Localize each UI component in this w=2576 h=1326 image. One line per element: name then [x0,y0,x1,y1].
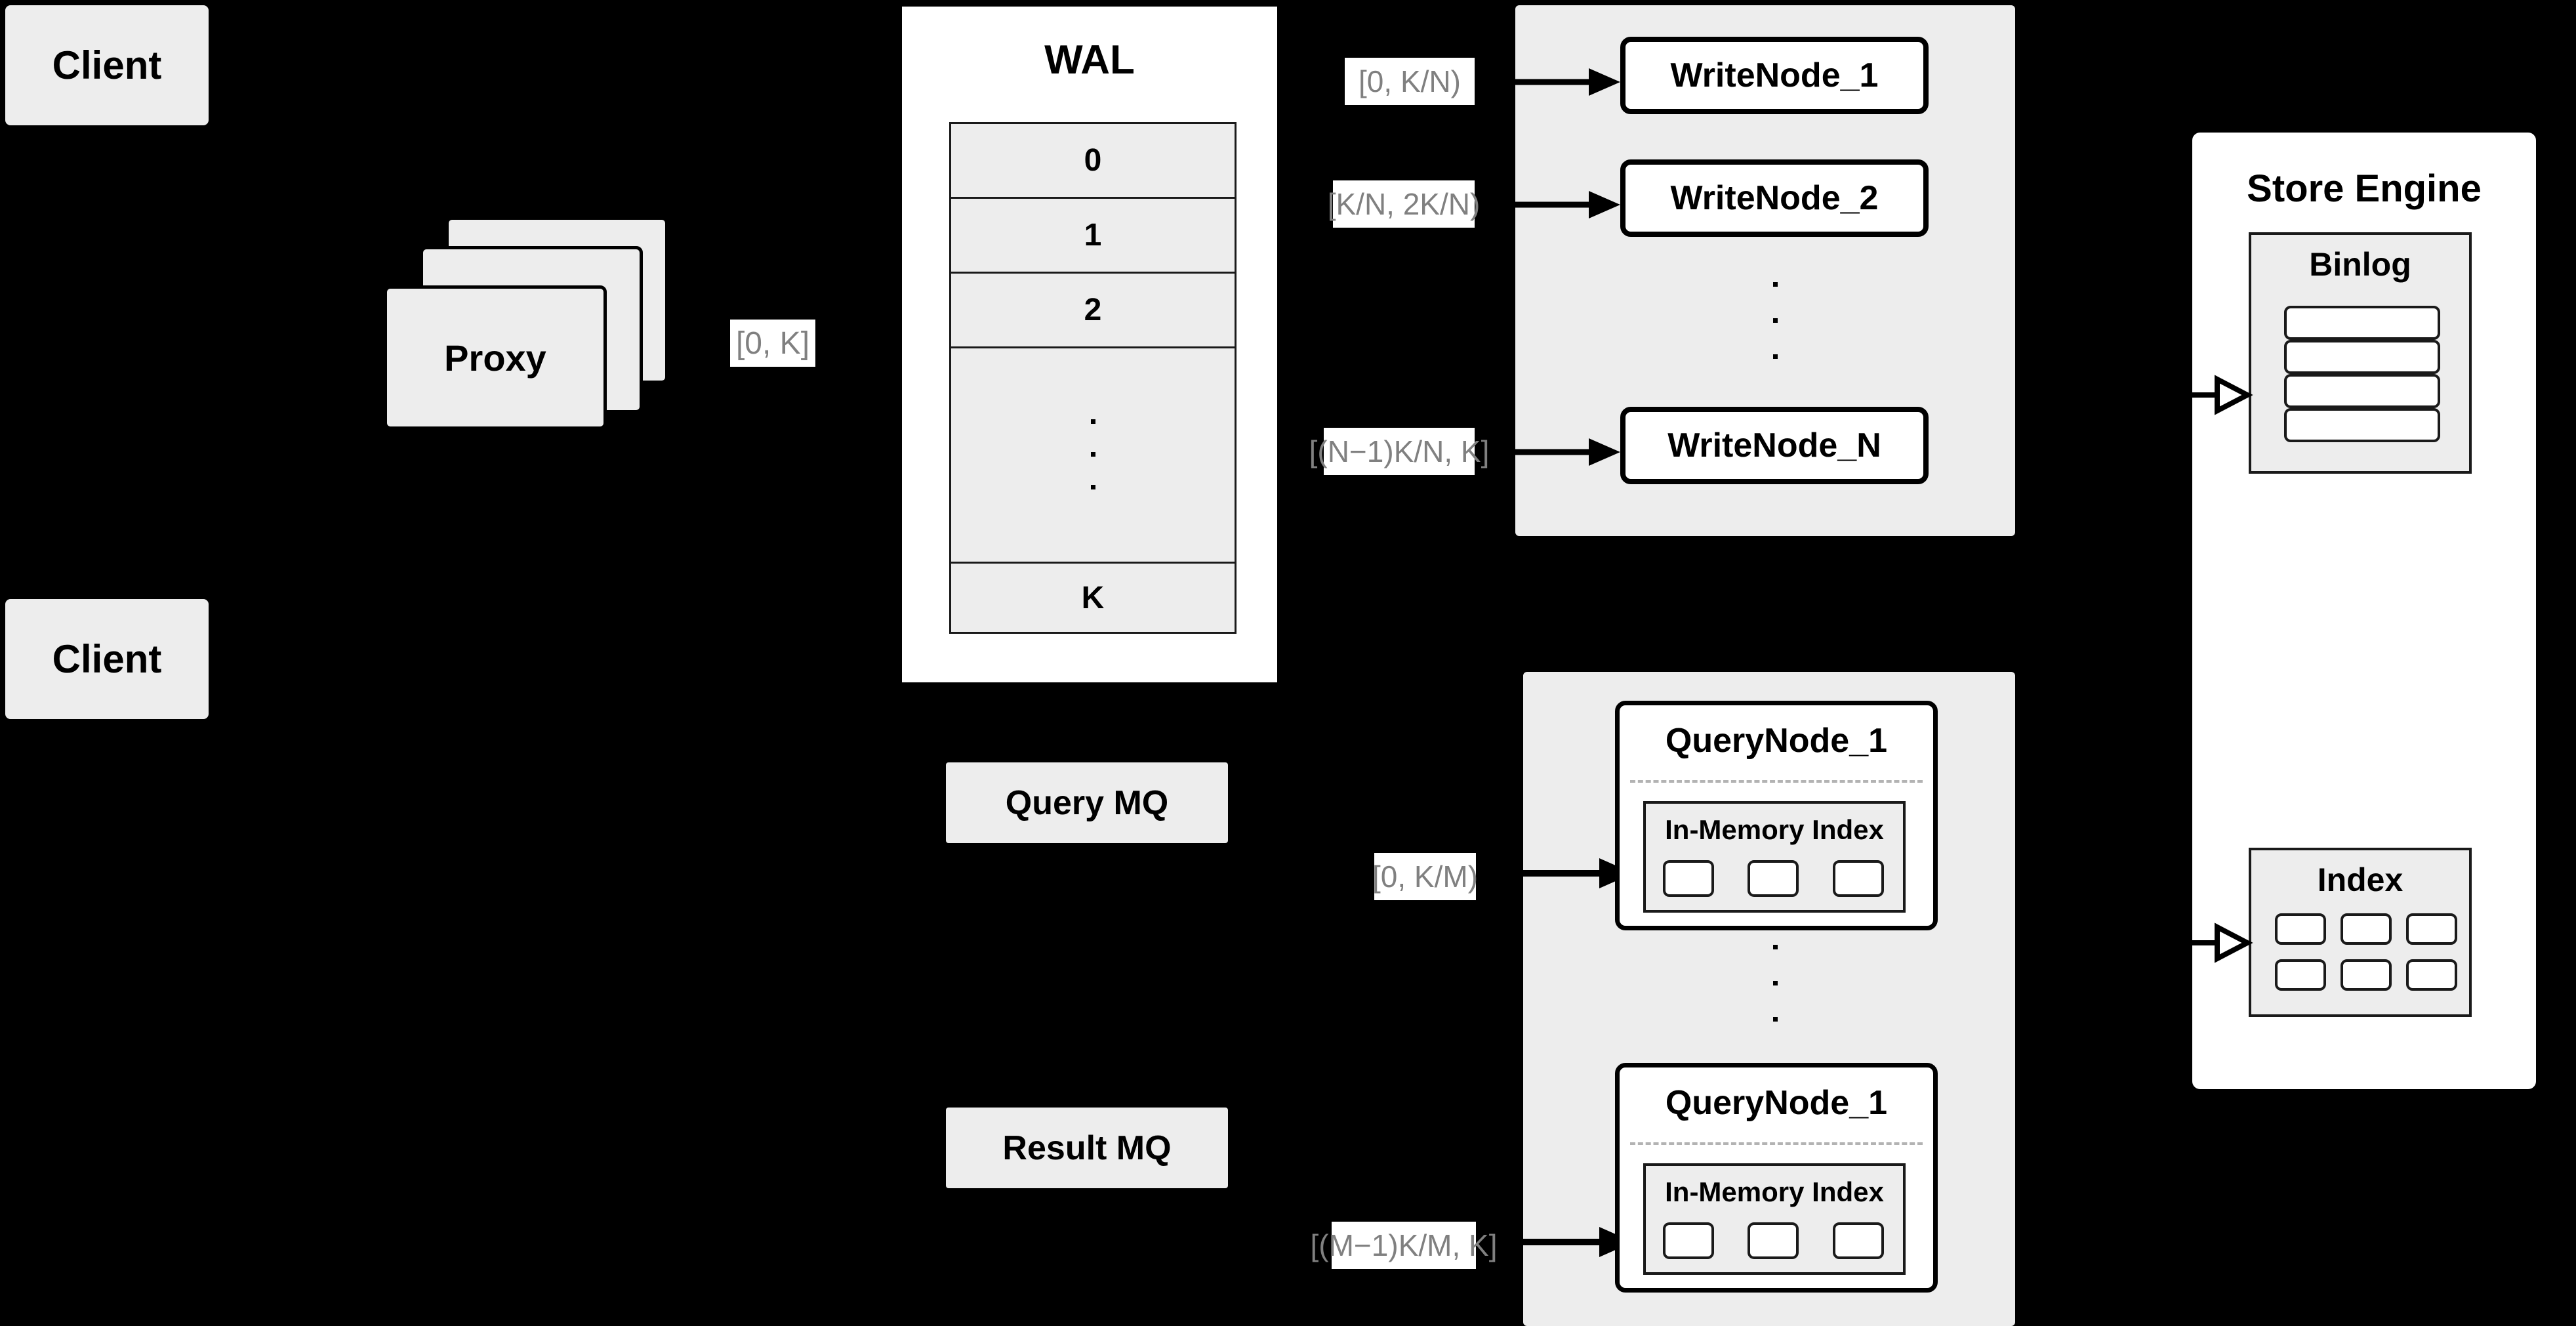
wal-table: 0 1 2 K [949,122,1237,634]
query-node-m-divider [1630,1142,1923,1145]
query-mq-label: Query MQ [1005,783,1169,822]
query-node-1-divider [1630,780,1923,783]
wal-row-k-label: K [1081,580,1105,615]
edge-label-writenode-1-text: [0, K/N) [1359,64,1461,98]
result-mq-label: Result MQ [1002,1129,1172,1167]
query-node-m-inmemory-index-title: In-Memory Index [1665,1176,1884,1207]
binlog-row-3[interactable] [2284,374,2440,408]
write-node-group-ellipsis [1773,282,1778,361]
wal-row-0[interactable]: 0 [951,124,1235,199]
wal-row-0-label: 0 [1084,143,1102,178]
edge-label-writenode-n-text: [(N−1)K/N, K] [1309,434,1490,468]
binlog-panel: Binlog [2249,232,2472,474]
index-cell-4[interactable] [2275,959,2326,991]
query-node-m-title: QueryNode_1 [1665,1084,1888,1122]
index-cell-6[interactable] [2406,959,2457,991]
wal-row-2[interactable]: 2 [951,274,1235,348]
query-node-m[interactable]: QueryNode_1 In-Memory Index [1615,1063,1938,1293]
arrow-to-binlog [2188,375,2253,415]
query-node-m-index-cell-3[interactable] [1833,1222,1884,1259]
query-node-1-index-cell-3[interactable] [1833,860,1884,897]
write-node-2[interactable]: WriteNode_2 [1620,159,1929,237]
client-node-top[interactable]: Client [5,5,209,125]
write-node-2-label: WriteNode_2 [1670,179,1879,217]
binlog-title: Binlog [2309,246,2411,283]
index-panel: Index [2249,848,2472,1017]
query-node-m-inmemory-index: In-Memory Index [1643,1163,1906,1275]
query-node-m-index-cell-2[interactable] [1748,1222,1799,1259]
wal-title: WAL [1044,37,1135,83]
query-node-1-index-cell-2[interactable] [1748,860,1799,897]
edge-label-proxy-to-wal-text: [0, K] [735,325,810,361]
query-node-1-inmemory-index: In-Memory Index [1643,801,1906,913]
wal-row-2-label: 2 [1084,293,1102,327]
query-node-group-ellipsis [1773,945,1778,1024]
client-node-bottom-label: Client [52,637,162,681]
write-node-n[interactable]: WriteNode_N [1620,407,1929,484]
wal-row-ellipsis [951,348,1235,564]
index-title: Index [2317,861,2403,898]
client-node-top-label: Client [52,43,162,87]
proxy-node-label: Proxy [444,337,546,379]
edge-label-querynode-1-text: [0, K/M) [1372,860,1479,894]
result-mq-node[interactable]: Result MQ [946,1108,1228,1188]
query-node-1-inmemory-index-title: In-Memory Index [1665,814,1884,845]
query-node-m-index-cell-1[interactable] [1663,1222,1714,1259]
edge-label-writenode-n: [(N−1)K/N, K] [1309,428,1489,475]
store-engine-title: Store Engine [2247,167,2482,210]
wal-row-1[interactable]: 1 [951,199,1235,274]
index-cell-3[interactable] [2406,913,2457,945]
edge-label-writenode-1: [0, K/N) [1345,58,1475,105]
wal-row-1-label: 1 [1084,218,1102,253]
client-node-bottom[interactable]: Client [5,599,209,719]
wal-row-k[interactable]: K [951,564,1235,632]
query-mq-node[interactable]: Query MQ [946,762,1228,843]
query-node-1-title: QueryNode_1 [1665,722,1888,760]
edge-label-writenode-2-text: [K/N, 2K/N) [1327,187,1481,221]
edge-label-querynode-1: [0, K/M) [1372,853,1479,900]
arrow-to-writenode-n [1515,438,1620,466]
edge-label-writenode-2: [K/N, 2K/N) [1328,180,1480,228]
index-cell-5[interactable] [2341,959,2392,991]
edge-label-querynode-m: [(M−1)K/M, K] [1311,1222,1498,1269]
proxy-node[interactable]: Proxy [384,285,607,430]
arrow-to-index [2188,922,2253,963]
arrow-to-writenode-2 [1515,191,1620,218]
binlog-row-4[interactable] [2284,408,2440,442]
store-engine-panel[interactable]: Store Engine Binlog Index [2188,129,2540,1093]
query-node-1[interactable]: QueryNode_1 In-Memory Index [1615,701,1938,930]
edge-label-proxy-to-wal: [0, K] [730,320,815,367]
write-node-1[interactable]: WriteNode_1 [1620,37,1929,114]
binlog-row-2[interactable] [2284,340,2440,374]
wal-panel: WAL 0 1 2 K [898,3,1281,686]
index-cell-2[interactable] [2341,913,2392,945]
binlog-row-1[interactable] [2284,306,2440,340]
write-node-n-label: WriteNode_N [1667,426,1881,465]
edge-label-querynode-m-text: [(M−1)K/M, K] [1310,1228,1498,1262]
write-node-1-label: WriteNode_1 [1670,56,1879,94]
arrow-to-writenode-1 [1515,68,1620,96]
index-cell-1[interactable] [2275,913,2326,945]
query-node-1-index-cell-1[interactable] [1663,860,1714,897]
